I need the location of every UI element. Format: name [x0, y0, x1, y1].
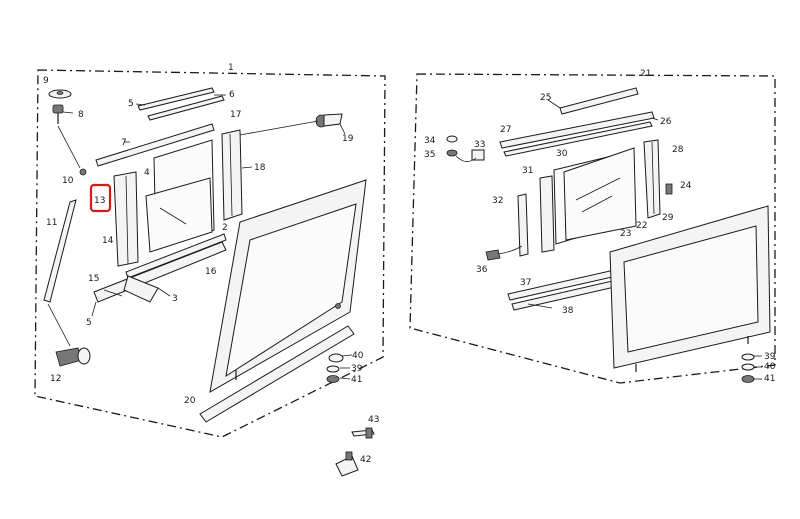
label-26: 26	[660, 117, 672, 127]
label-21: 21	[640, 69, 651, 79]
part-35-washer[interactable]	[446, 149, 458, 157]
part-40-washer[interactable]	[328, 353, 344, 363]
part-20-bottom-strip[interactable]	[199, 325, 355, 423]
part-28-side-channel[interactable]	[643, 139, 661, 219]
label-5-top: 5	[128, 99, 134, 109]
label-3: 3	[172, 294, 178, 304]
part-10-clip[interactable]	[79, 168, 87, 176]
left-assembly-boundary	[34, 69, 386, 438]
label-10: 10	[62, 176, 74, 186]
label-43: 43	[368, 415, 379, 425]
label-24: 24	[680, 181, 692, 191]
label-22: 22	[636, 221, 647, 231]
part-41-washer[interactable]	[326, 375, 340, 383]
label-32: 32	[492, 196, 503, 206]
part-39-washer[interactable]	[326, 365, 340, 373]
part-22-glass[interactable]	[563, 147, 637, 241]
label-41-left: 41	[351, 375, 362, 385]
part-11-long-bar[interactable]	[43, 199, 77, 303]
part-25-top-strip[interactable]	[559, 87, 639, 115]
part-9-washer[interactable]	[48, 89, 72, 99]
label-29: 29	[662, 213, 674, 223]
highlight-box-part-13	[89, 183, 112, 213]
label-16: 16	[205, 267, 217, 277]
part-27-rail[interactable]	[499, 111, 655, 149]
label-11: 11	[46, 218, 57, 228]
part-4-glass[interactable]	[145, 177, 213, 253]
label-23: 23	[620, 229, 631, 239]
label-42: 42	[360, 455, 371, 465]
label-6: 6	[229, 90, 235, 100]
part-14-vertical-channel[interactable]	[113, 171, 139, 267]
label-19: 19	[342, 134, 354, 144]
label-9: 9	[43, 76, 49, 86]
part-33-clip[interactable]	[471, 149, 485, 161]
right-assembly-boundary	[409, 73, 776, 384]
label-40-right: 40	[764, 362, 776, 372]
part-17-side-channel[interactable]	[221, 129, 243, 221]
label-34: 34	[424, 136, 436, 146]
part-41-washer-right[interactable]	[741, 375, 755, 383]
label-20: 20	[184, 396, 196, 406]
label-35: 35	[424, 150, 435, 160]
part-3-bracket[interactable]	[123, 275, 159, 303]
part-34-screw[interactable]	[446, 135, 458, 143]
part-24-block[interactable]	[665, 183, 673, 195]
label-5-bottom: 5	[86, 318, 92, 328]
label-41-right: 41	[764, 374, 775, 384]
part-42-latch[interactable]	[335, 451, 359, 477]
label-27: 27	[500, 125, 511, 135]
label-38: 38	[562, 306, 574, 316]
label-8: 8	[78, 110, 84, 120]
part-39-washer-right[interactable]	[741, 353, 755, 361]
part-43-pin[interactable]	[351, 427, 375, 439]
label-18-upper: 18	[254, 163, 266, 173]
part-31-channel[interactable]	[539, 175, 555, 253]
part-32-bar[interactable]	[517, 193, 529, 257]
label-31: 31	[522, 166, 533, 176]
label-4: 4	[144, 168, 150, 178]
outer-door-glass	[225, 203, 357, 378]
part-26-rail[interactable]	[503, 121, 653, 157]
label-14: 14	[102, 236, 114, 246]
part-19-hinge-pin[interactable]	[315, 113, 343, 128]
label-25: 25	[540, 93, 551, 103]
label-17: 17	[230, 110, 241, 120]
part-40-washer-right[interactable]	[741, 363, 755, 371]
label-39-left: 39	[351, 364, 363, 374]
part-7-strip[interactable]	[95, 123, 215, 167]
label-12: 12	[50, 374, 61, 384]
part-6-top-strip[interactable]	[147, 95, 225, 121]
label-1: 1	[228, 63, 234, 73]
label-28: 28	[672, 145, 684, 155]
label-36: 36	[476, 265, 488, 275]
label-40-left: 40	[352, 351, 364, 361]
part-12-hinge[interactable]	[55, 347, 91, 367]
part-36-clip[interactable]	[485, 245, 523, 261]
label-37: 37	[520, 278, 531, 288]
label-13: 13	[94, 196, 105, 206]
label-39-right: 39	[764, 352, 776, 362]
label-7: 7	[121, 138, 127, 148]
label-2: 2	[222, 223, 228, 233]
part-16-bottom-rail[interactable]	[125, 233, 227, 279]
label-33: 33	[474, 140, 485, 150]
label-15: 15	[88, 274, 99, 284]
part-8-screw[interactable]	[52, 104, 64, 124]
right-outer-door-glass	[623, 225, 759, 353]
label-30: 30	[556, 149, 568, 159]
part-5-top-strip[interactable]	[137, 87, 215, 111]
